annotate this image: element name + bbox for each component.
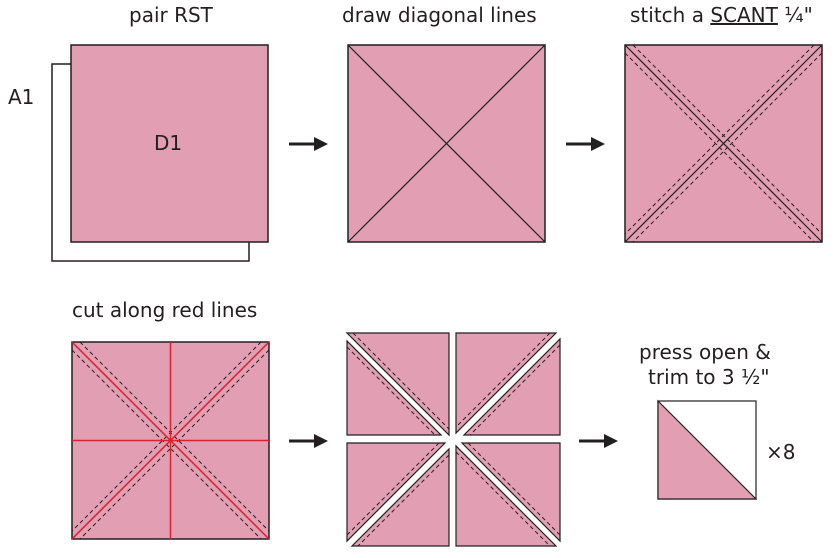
triangle-piece [345,332,450,437]
step3-square [624,44,823,243]
step3-label-prefix: stitch a [630,3,711,27]
step2-square [347,44,546,243]
cut-lines [71,341,270,540]
half-square-triangle-unit [657,399,758,500]
triangle-piece [350,447,450,547]
triangle-piece [346,339,443,436]
triangle-piece [455,332,558,435]
arrow-right-icon [566,137,605,151]
step5-pieces [345,332,561,547]
step3-label-emphasis: SCANT [710,3,778,27]
front-fabric-label: D1 [154,131,182,155]
multiplier-label: ×8 [766,440,796,464]
back-fabric-label: A1 [8,85,35,109]
step3-label: stitch a SCANT ¼" [630,4,813,26]
step6-label-line2: trim to 3 ½" [648,365,770,389]
step1-squares: D1 [51,44,269,262]
stitch-lines [624,44,823,243]
arrow-right-icon [579,434,618,448]
step4-square [71,341,270,540]
step3-label-suffix: ¼" [777,3,813,27]
triangle-piece [455,444,558,547]
arrow-right-icon [289,434,328,448]
diagonal-line [347,44,546,243]
step6-label-line1: press open & [639,340,771,364]
triangle-piece [462,337,561,436]
step5-stitch-lines [346,332,561,547]
triangle-piece [346,442,447,543]
triangle-piece [460,442,561,543]
front-fabric-square [70,44,269,243]
step1-label: pair RST [129,3,213,27]
arrow-right-icon [289,137,328,151]
step4-label: cut along red lines [72,298,258,322]
step2-label: draw diagonal lines [342,3,537,27]
